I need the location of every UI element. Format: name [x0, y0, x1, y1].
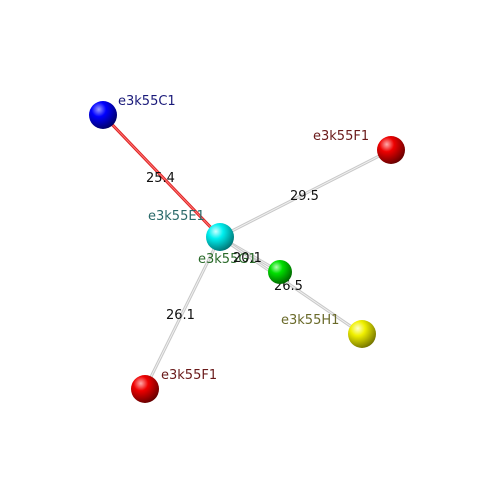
edge-label-e1-g1: 20.1	[233, 251, 262, 266]
node-sphere[interactable]	[131, 375, 159, 403]
node-g1[interactable]	[268, 260, 292, 284]
node-c1[interactable]: e3k55C1	[89, 94, 176, 129]
edge-c1-e1: 25.4	[101, 113, 222, 239]
edge-e1-f1-upper: 29.5	[219, 148, 392, 239]
node-sphere[interactable]	[348, 320, 376, 348]
node-label-g1: e3k55G1	[198, 252, 257, 267]
edge-label-e1-f1-upper: 29.5	[290, 189, 319, 204]
node-label-h1: e3k55H1	[281, 313, 339, 328]
node-label-f1-lower: e3k55F1	[161, 368, 217, 383]
edge-label-e1-f1-lower: 26.1	[166, 308, 195, 323]
node-label-f1-upper: e3k55F1	[313, 129, 369, 144]
node-h1[interactable]: e3k55H1	[281, 313, 376, 348]
node-label-c1: e3k55C1	[118, 94, 176, 109]
node-e1[interactable]: e3k55E1	[148, 209, 234, 251]
node-label-e1: e3k55E1	[148, 209, 205, 224]
edge-line-highlight	[144, 236, 221, 390]
edge-label-c1-e1: 25.4	[146, 171, 175, 186]
edge-line-highlight	[102, 114, 221, 238]
node-f1-upper[interactable]: e3k55F1	[313, 129, 405, 164]
edge-line-highlight	[219, 236, 363, 335]
node-sphere[interactable]	[89, 101, 117, 129]
nodes: e3k55C1 e3k55F1 e3k55H1 e3k55E1 e3k55F1 …	[89, 94, 405, 403]
node-sphere[interactable]	[377, 136, 405, 164]
node-f1-lower[interactable]: e3k55F1	[131, 368, 217, 403]
edges: 25.4 29.5 26.5 26.1	[101, 113, 392, 390]
edge-line-highlight	[219, 149, 392, 238]
edge-e1-f1-lower: 26.1	[143, 236, 222, 390]
node-sphere[interactable]	[206, 223, 234, 251]
node-sphere[interactable]	[268, 260, 292, 284]
